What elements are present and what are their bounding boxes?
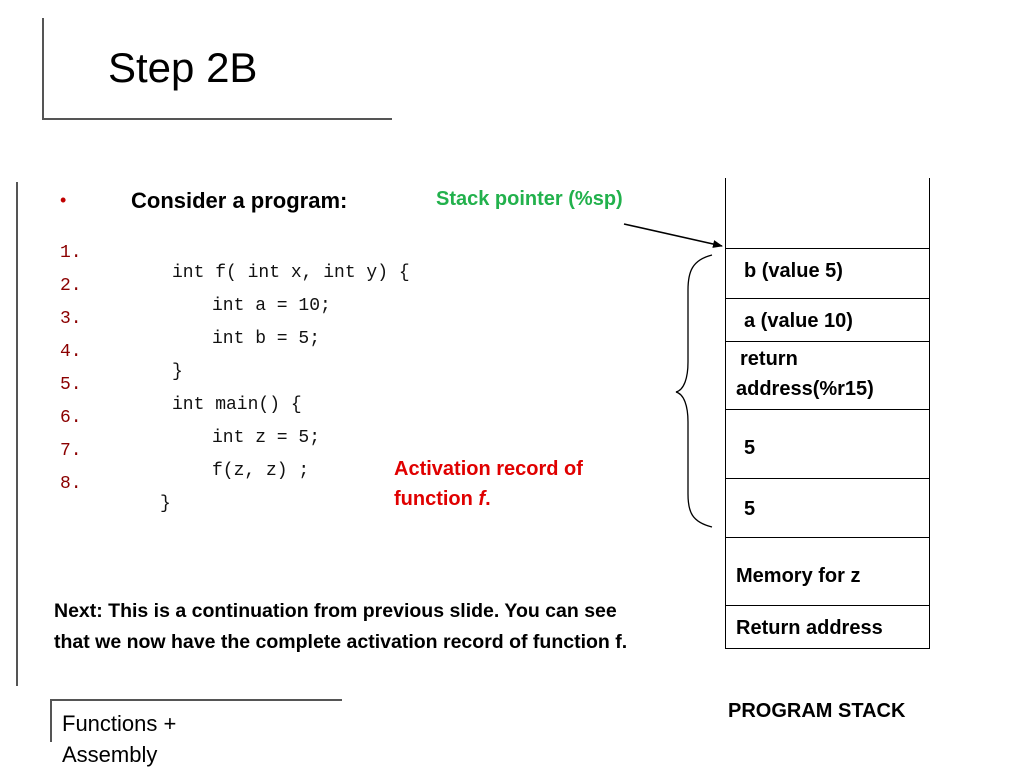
- stack-pointer-label: Stack pointer (%sp): [436, 188, 623, 210]
- footer-label: Functions + Assembly: [62, 708, 176, 770]
- bullet-icon: •: [60, 190, 67, 210]
- slide-title: Step 2B: [108, 44, 258, 91]
- footer-frame-top: [50, 699, 342, 701]
- code-line: 7. f(z, z) ;: [60, 421, 309, 481]
- line-number: 3.: [60, 309, 82, 329]
- footer-line2: Assembly: [62, 742, 158, 767]
- code-line: 5. int main() {: [60, 355, 302, 415]
- stack-cell-label: 5: [744, 498, 756, 520]
- stack-top-right-edge: [929, 178, 930, 248]
- stack-pointer-arrow: [623, 223, 723, 248]
- stack-cell-label: b (value 5): [744, 260, 843, 282]
- code-line: 3. int b = 5;: [60, 289, 320, 349]
- stack-cell-b: b (value 5): [725, 248, 930, 299]
- title-frame-bottom: [42, 118, 392, 120]
- stack-cell-return-address-r15: return address(%r15): [725, 341, 930, 410]
- stack-cell-label: Memory for z: [736, 565, 861, 587]
- line-number: 6.: [60, 408, 82, 428]
- line-number: 4.: [60, 342, 82, 362]
- code-text: int main() {: [172, 395, 302, 415]
- activation-record-brace: [675, 254, 713, 528]
- stack-cell-label: Return address: [736, 617, 883, 639]
- activation-label-prefix: function: [394, 488, 479, 510]
- stack-cell-label: 5: [744, 437, 756, 459]
- code-line: 2. int a = 10;: [60, 256, 331, 316]
- code-text: }: [172, 362, 183, 382]
- stack-cell-a: a (value 10): [725, 298, 930, 342]
- title-frame-left: [42, 18, 44, 118]
- line-number: 5.: [60, 375, 82, 395]
- code-text: int b = 5;: [212, 329, 321, 349]
- code-text: int f( int x, int y) {: [172, 263, 410, 283]
- stack-cell-return-address: Return address: [725, 605, 930, 649]
- code-line: 8. }: [60, 454, 171, 514]
- footer-line1: Functions +: [62, 711, 177, 736]
- code-text: int z = 5;: [212, 428, 321, 448]
- line-number: 8.: [60, 474, 82, 494]
- stack-cell-memory-z: Memory for z: [725, 537, 930, 606]
- code-line: 1. int f( int x, int y) {: [60, 223, 410, 283]
- line-number: 7.: [60, 441, 82, 461]
- stack-cell-label: return: [740, 348, 798, 370]
- activation-record-label: Activation record of function f.: [394, 454, 583, 514]
- activation-label-suffix: .: [485, 488, 491, 510]
- activation-label-line2: function f.: [394, 484, 583, 514]
- program-stack-caption: PROGRAM STACK: [728, 700, 906, 722]
- continuation-note: Next: This is a continuation from previo…: [54, 600, 628, 653]
- stack-cell-arg-x: 5: [725, 478, 930, 538]
- stack-top-left-edge: [725, 178, 726, 248]
- code-text: f(z, z) ;: [212, 461, 310, 481]
- stack-cell-arg-y: 5: [725, 409, 930, 479]
- code-line: 4. }: [60, 322, 183, 382]
- stack-cell-label-line2: address(%r15): [736, 378, 874, 400]
- footer-frame-left: [50, 700, 52, 742]
- activation-label-function: f: [478, 488, 486, 510]
- code-text: int a = 10;: [212, 296, 331, 316]
- activation-label-line1: Activation record of: [394, 458, 583, 480]
- line-number: 1.: [60, 243, 82, 263]
- content-left-border: [16, 182, 18, 686]
- stack-cell-label: a (value 10): [744, 310, 853, 332]
- line-number: 2.: [60, 276, 82, 296]
- code-text: }: [160, 494, 171, 514]
- code-line: 6. int z = 5;: [60, 388, 320, 448]
- program-heading: Consider a program:: [131, 188, 348, 213]
